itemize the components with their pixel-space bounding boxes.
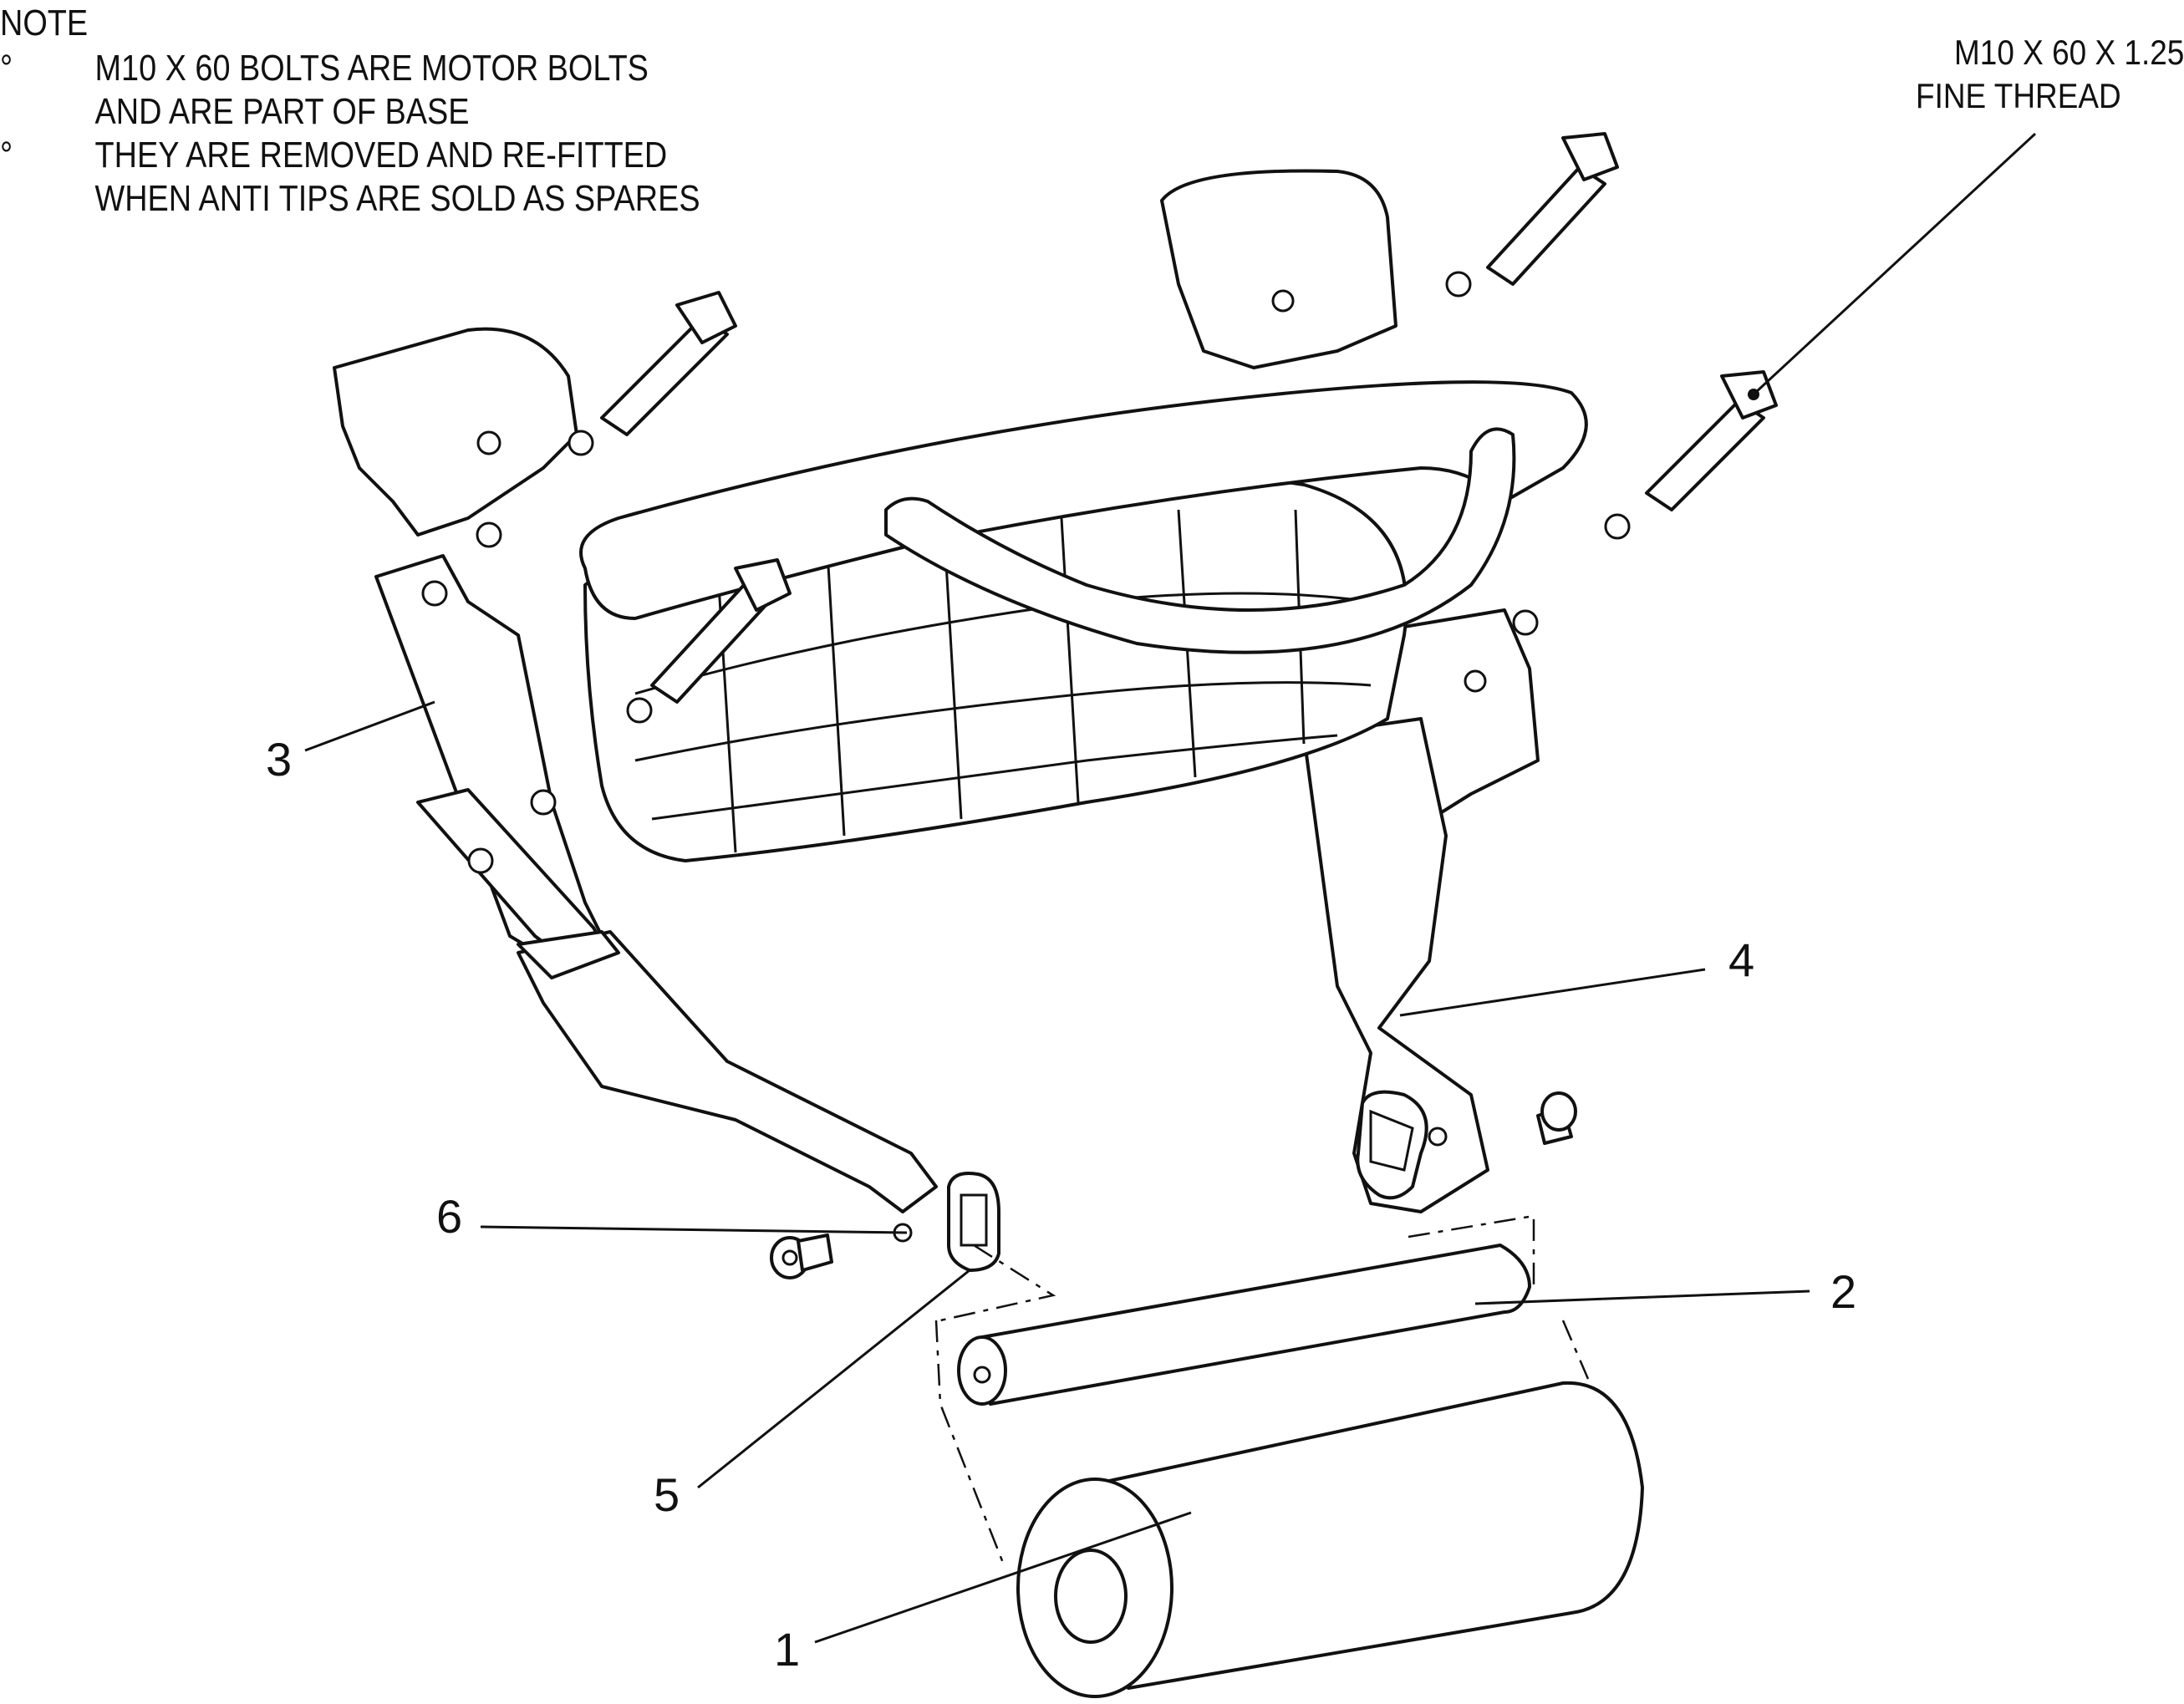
- roller-part-1: [1016, 1381, 1644, 1698]
- screw-part-6: [770, 1091, 1577, 1279]
- label-part-5: 5: [654, 1468, 680, 1521]
- label-part-3: 3: [266, 733, 292, 786]
- note-item-1-line-2: AND ARE PART OF BASE: [94, 91, 470, 132]
- leader-lines: [304, 132, 2037, 1644]
- note-item-1-line-1: M10 X 60 BOLTS ARE MOTOR BOLTS: [94, 48, 649, 89]
- bolt-spec-line-2: FINE THREAD: [1916, 76, 2121, 115]
- left-bracket-part-3: [333, 327, 938, 1213]
- label-part-4: 4: [1728, 933, 1754, 986]
- tubular-handle: [579, 380, 1588, 654]
- bolt-spec-line-1: M10 X 60 X 1.25: [1954, 33, 2184, 72]
- note-heading: NOTE: [0, 3, 89, 43]
- mounting-holes: [421, 271, 1631, 1243]
- label-part-2: 2: [1830, 1265, 1856, 1318]
- part-number-labels: 3 4 2 6 5 1: [266, 733, 1856, 1676]
- note-item-2-line-2: WHEN ANTI TIPS ARE SOLD AS SPARES: [94, 178, 700, 219]
- label-part-1: 1: [774, 1623, 800, 1676]
- note-bullet-2: °: [0, 135, 13, 175]
- note-bullet-1: °: [0, 48, 13, 89]
- label-part-6: 6: [436, 1190, 462, 1243]
- assembly-center-lines: [934, 1214, 1590, 1564]
- right-bracket-part-4: [1160, 169, 1540, 1213]
- axle-part-2: [957, 1244, 1531, 1406]
- spacer-part-5: [947, 1090, 1428, 1272]
- note-item-2-line-1: THEY ARE REMOVED AND RE-FITTED: [94, 135, 668, 175]
- bolts: [600, 132, 1778, 704]
